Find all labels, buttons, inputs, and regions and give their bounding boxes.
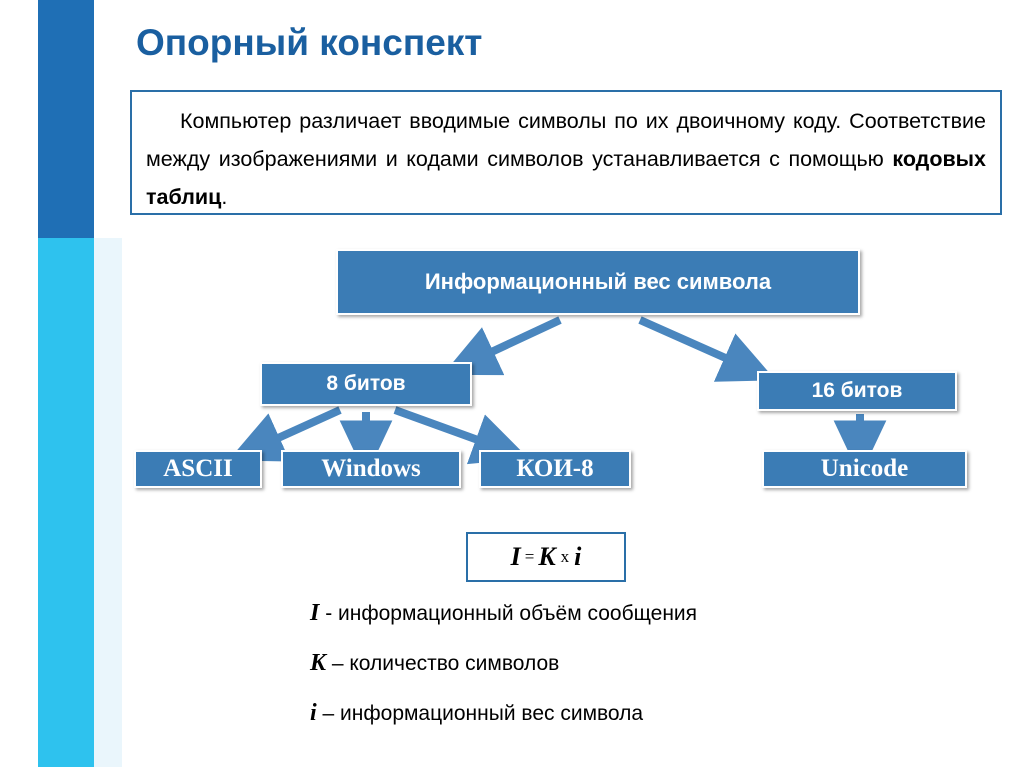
decorative-bar-pale	[94, 238, 122, 767]
legend-row: K – количество символов	[310, 650, 559, 677]
formula-i: I	[510, 542, 521, 571]
decorative-bar-light	[38, 238, 94, 767]
diagram-node-root[interactable]: Информационный вес символа	[336, 249, 860, 315]
diagram-node-16-bit[interactable]: 16 битов	[757, 371, 957, 411]
legend-text: - информационный объём сообщения	[325, 602, 698, 625]
legend-symbol: I	[310, 600, 320, 626]
legend-symbol: K	[310, 650, 327, 676]
intro-text-after: .	[221, 185, 228, 209]
diagram-node-8-bit[interactable]: 8 битов	[260, 362, 472, 406]
diagram-node-windows[interactable]: Windows	[281, 450, 461, 488]
formula-k: K	[538, 542, 556, 571]
decorative-bar-dark	[38, 0, 94, 238]
formula-equals: =	[524, 547, 535, 566]
legend-row: I - информационный объём сообщения	[310, 600, 697, 627]
intro-text-bold: кодовых таблиц	[146, 147, 986, 209]
page-title: Опорный конспект	[136, 22, 483, 63]
diagram-node-koi8[interactable]: КОИ-8	[479, 450, 631, 488]
legend-row: i – информационный вес символа	[310, 700, 643, 727]
intro-text: Компьютер различает вводимые символы по …	[146, 102, 986, 216]
formula-i-small: i	[574, 542, 582, 571]
diagram-node-ascii[interactable]: ASCII	[134, 450, 262, 488]
diagram-node-unicode[interactable]: Unicode	[762, 450, 967, 488]
legend-symbol: i	[310, 700, 317, 726]
intro-box: Компьютер различает вводимые символы по …	[130, 90, 1002, 215]
formula-times: x	[560, 547, 570, 566]
intro-text-before: Компьютер различает вводимые символы по …	[146, 109, 986, 171]
legend-text: – количество символов	[331, 652, 560, 675]
legend-text: – информационный вес символа	[322, 702, 644, 725]
